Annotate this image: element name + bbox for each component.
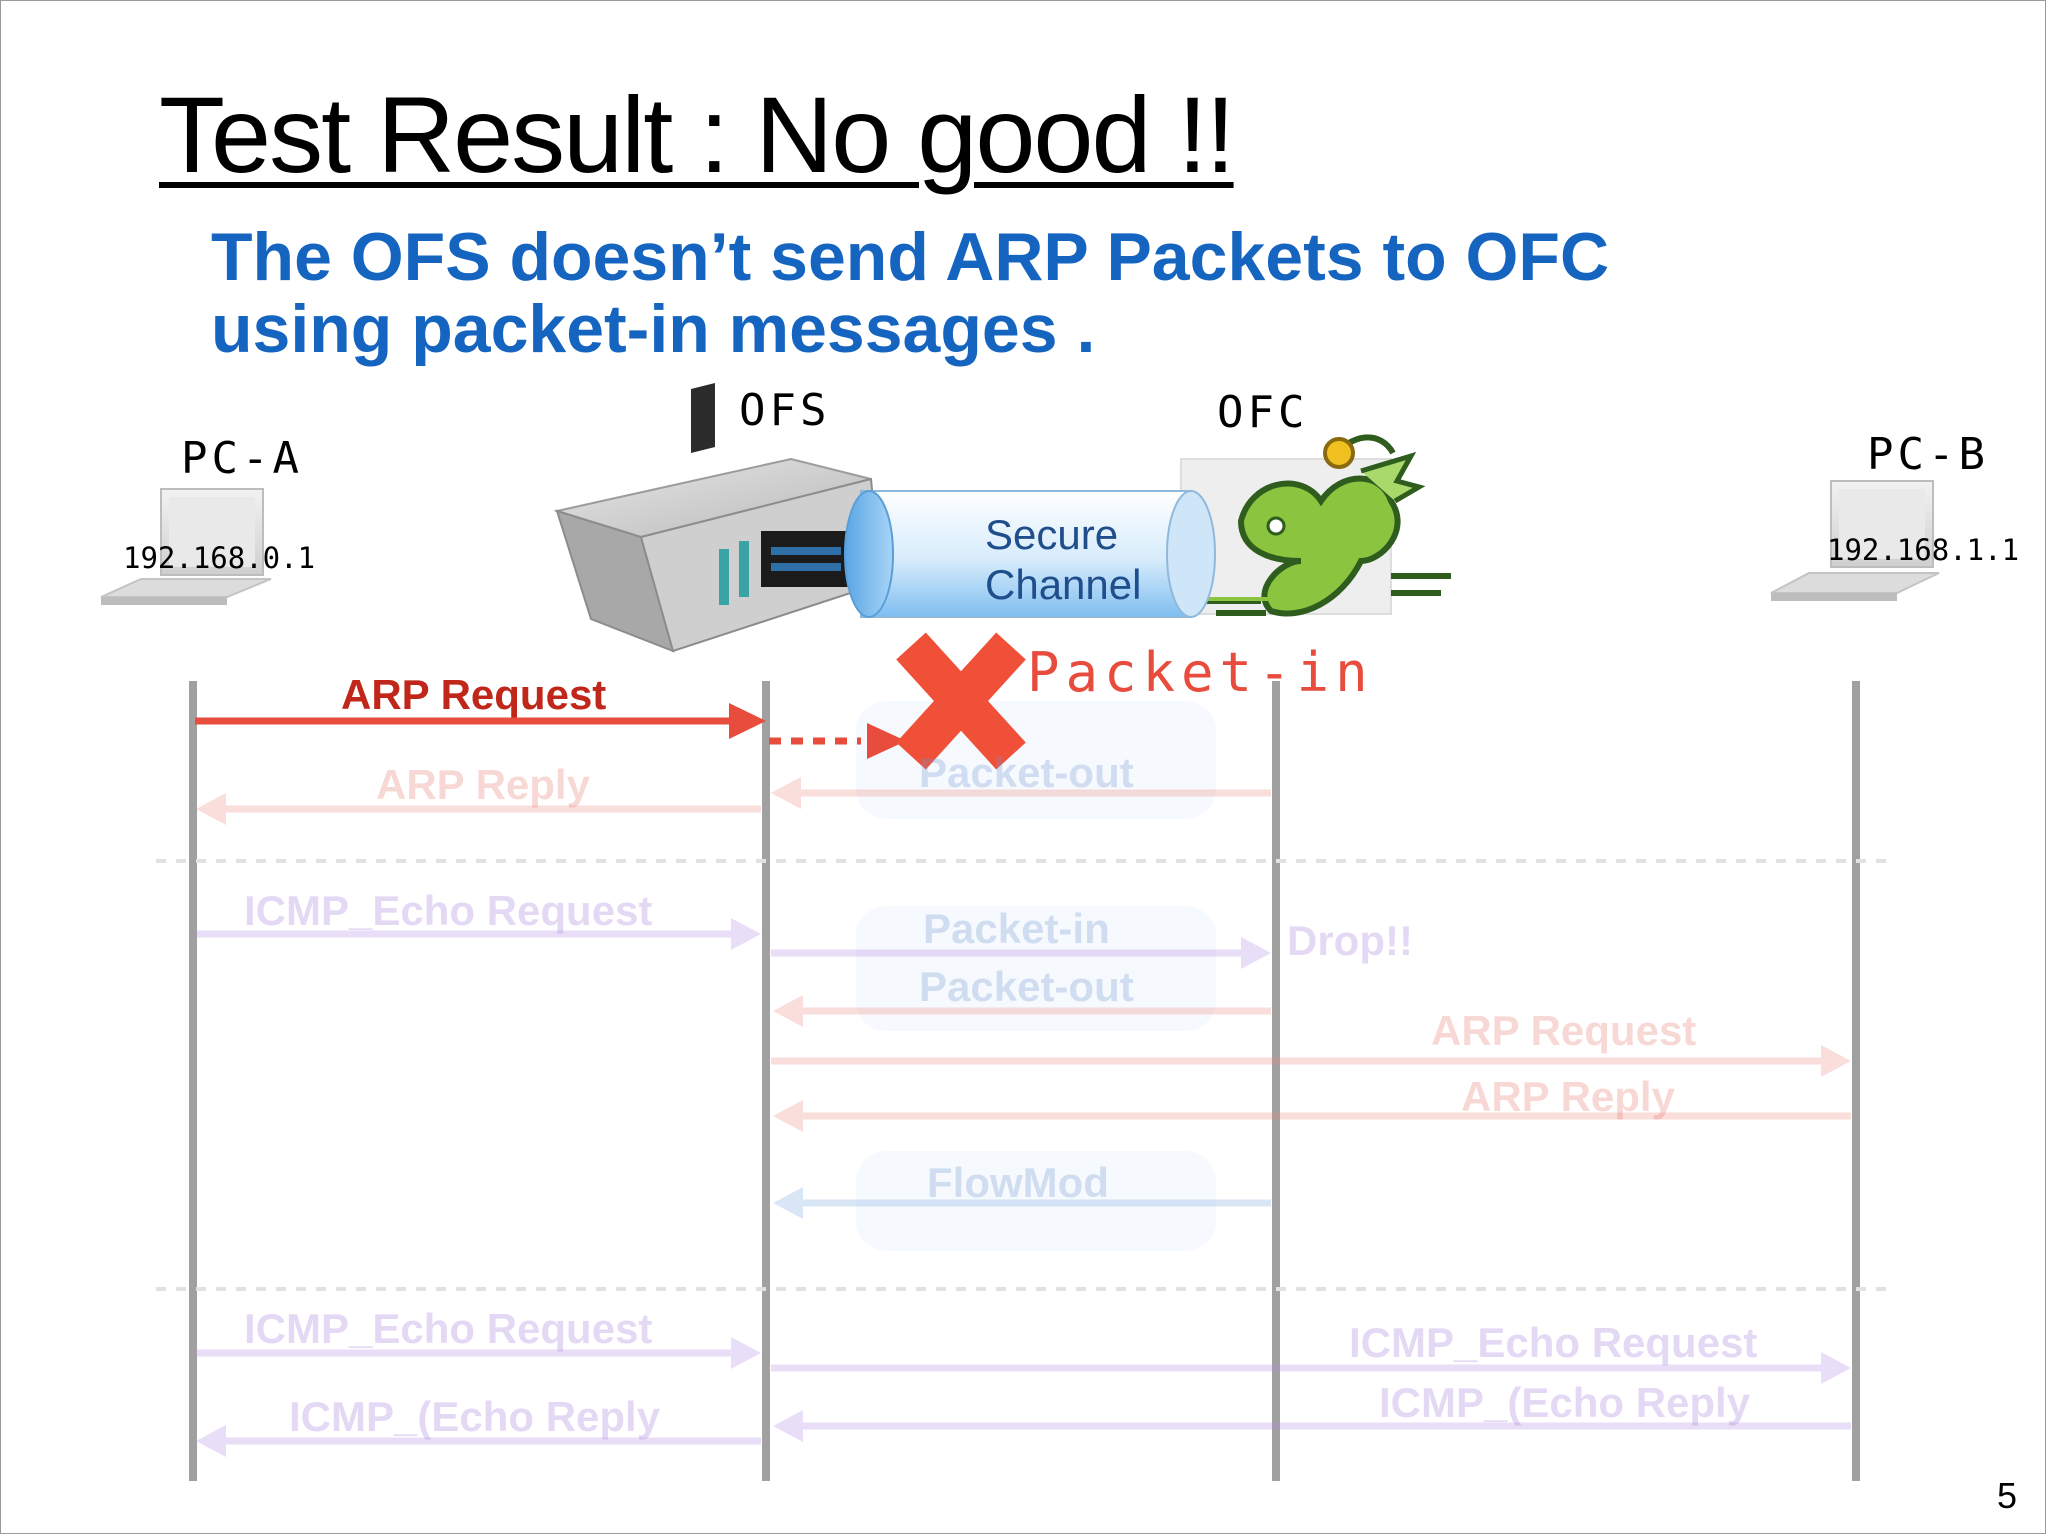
packet-out-label-2: Packet-out xyxy=(919,963,1134,1010)
faded-arrows-arp xyxy=(196,777,1851,1132)
secure-channel-pipe xyxy=(844,490,1216,618)
failed-packet-in-arrow xyxy=(769,723,906,759)
pc-b-ip: 192.168.1.1 xyxy=(1827,533,2020,567)
drop-label: Drop!! xyxy=(1287,917,1413,964)
packet-out-label-1: Packet-out xyxy=(919,749,1134,796)
arp-request-label-2: ARP Request xyxy=(1431,1007,1697,1054)
dragon-mascot-icon xyxy=(1191,434,1451,617)
pc-b-label: PC-B xyxy=(1867,429,1989,480)
faded-arrow-flowmod xyxy=(773,1187,1271,1219)
page-number: 5 xyxy=(1996,1475,2017,1516)
icmp-echo-request-label-3: ICMP_Echo Request xyxy=(1349,1319,1758,1366)
pc-a-ip: 192.168.0.1 xyxy=(123,541,316,575)
arp-request-label: ARP Request xyxy=(341,671,607,718)
faded-arrows-packet-out-2 xyxy=(773,995,1271,1027)
flowmod-label: FlowMod xyxy=(927,1159,1109,1206)
ofs-label: OFS xyxy=(739,385,831,436)
faded-arrows-icmp xyxy=(196,918,1851,1457)
laptop-pc-a-icon xyxy=(100,488,272,605)
icmp-echo-request-label-2: ICMP_Echo Request xyxy=(244,1305,653,1352)
icmp-echo-reply-label-2: ICMP_(Echo Reply xyxy=(289,1393,661,1440)
slide-subtitle: The OFS doesn’t send ARP Packets to OFC … xyxy=(211,219,1610,367)
secure-channel-line1: Secure xyxy=(985,511,1119,558)
ofc-label: OFC xyxy=(1217,387,1309,438)
openflow-switch-icon xyxy=(553,382,883,653)
slide-title: Test Result : No good !! xyxy=(159,74,1236,195)
arp-reply-label: ARP Reply xyxy=(376,761,590,808)
icmp-echo-request-label-1: ICMP_Echo Request xyxy=(244,887,653,934)
secure-channel-line2: Channel xyxy=(985,561,1142,608)
lifelines xyxy=(189,681,1860,1481)
pc-a-label: PC-A xyxy=(181,433,303,484)
packet-in-label-2: Packet-in xyxy=(923,905,1110,952)
blocked-cross-icon xyxy=(896,632,1026,770)
arp-reply-label-2: ARP Reply xyxy=(1461,1073,1675,1120)
section-separators xyxy=(156,859,1896,1291)
arp-request-arrow xyxy=(195,703,766,739)
failed-packet-in-label: Packet-in xyxy=(1027,641,1374,704)
laptop-pc-b-icon xyxy=(1770,480,1940,601)
icmp-echo-reply-label-3: ICMP_(Echo Reply xyxy=(1379,1379,1751,1426)
